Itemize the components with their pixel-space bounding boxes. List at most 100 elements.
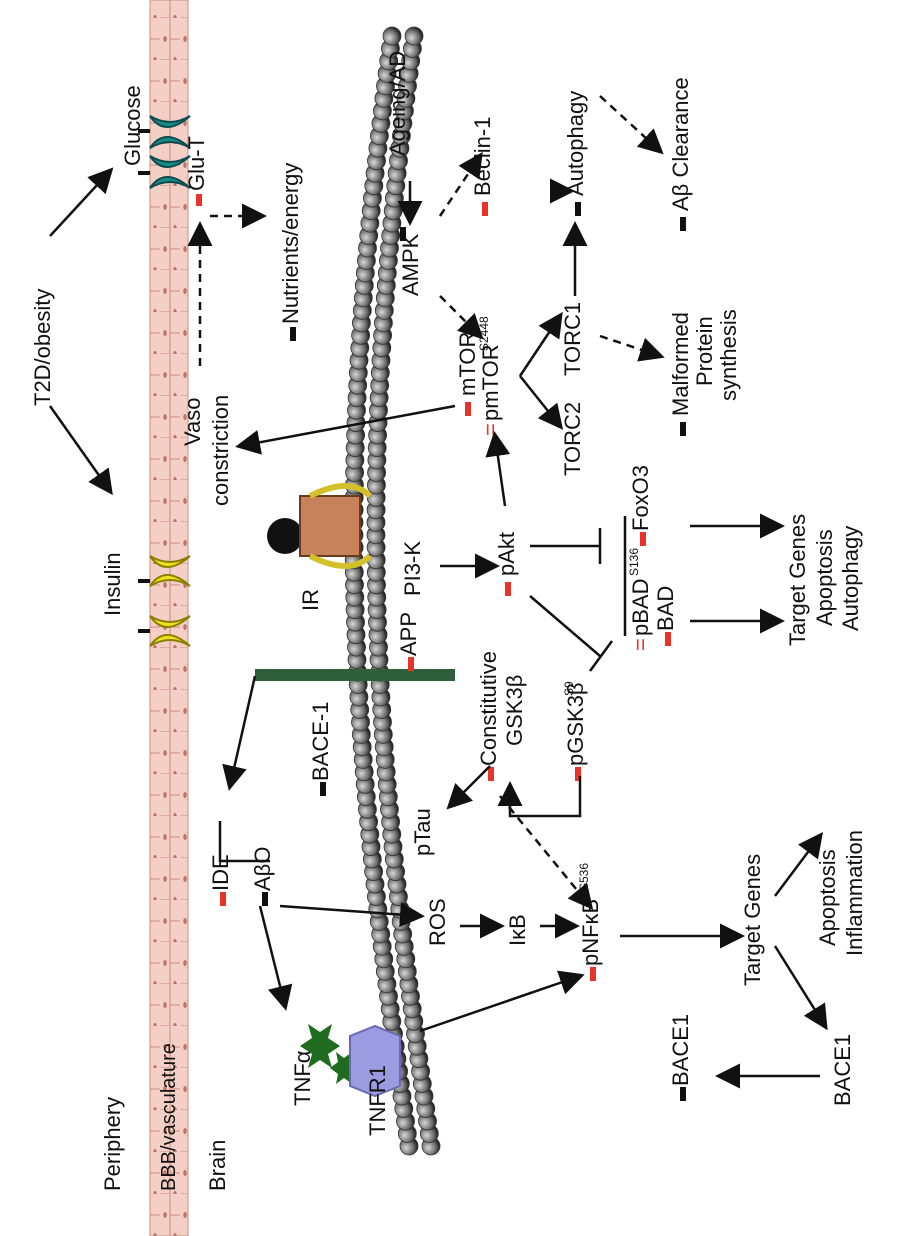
arrow-t2d-insulin — [48, 405, 113, 496]
arrow-gsk-pnfkb — [499, 795, 594, 910]
malformed-label-1: Malformed — [668, 312, 693, 416]
beclin-up-icon — [482, 202, 488, 216]
autophagy-icon — [575, 202, 581, 216]
arrow-pgsk-constitutive — [497, 776, 582, 818]
pbad-sup: S136 — [627, 548, 641, 576]
glut-up-icon — [196, 194, 202, 206]
tg1-apoptosis: Apoptosis — [812, 529, 837, 626]
membrane-bead — [382, 26, 402, 46]
malformed-label-2: Protein — [692, 316, 717, 386]
abo-label: AβO — [250, 847, 275, 891]
constitutive-up-icon — [488, 767, 494, 781]
arrow-mtor-torc1 — [518, 311, 563, 377]
arrow-ampk-mtor — [439, 295, 484, 340]
pmtor-label: pmTOR — [478, 344, 503, 421]
malformed-label-3: synthesis — [716, 309, 741, 401]
mtor-up-icon — [465, 402, 471, 416]
tg1-label: Target Genes — [785, 514, 810, 646]
pi3k-label: PI3-K — [400, 541, 425, 596]
pnfkb-up-icon — [590, 967, 596, 981]
ir-label: IR — [298, 589, 323, 611]
ide-inhibit-bracket — [218, 821, 270, 863]
bace1-icon — [320, 782, 326, 796]
ros-label: ROS — [425, 898, 450, 946]
tg2-label: Target Genes — [740, 854, 765, 986]
bace1b-up-icon — [680, 1087, 686, 1101]
app-label: APP — [396, 612, 421, 656]
bad-up-icon — [665, 632, 671, 646]
pmtor-sup: S2448 — [477, 316, 491, 351]
gsk3b-label: GSK3β — [502, 675, 527, 746]
arrow-ampk-beclin — [438, 151, 483, 217]
ir-receptor-icon — [267, 483, 373, 569]
foxo3-label: FoxO3 — [628, 465, 653, 531]
tnfa-icon — [300, 1024, 358, 1084]
arrow-mtor-vaso — [235, 404, 456, 455]
app-up-icon — [408, 657, 414, 671]
ampk-label: AMPK — [398, 233, 423, 296]
nutrients-label: Nutrients/energy — [278, 163, 303, 324]
insulin-label: Insulin — [100, 552, 125, 616]
cell-membrane — [344, 26, 441, 1156]
tg2-apoptosis: Apoptosis — [815, 849, 840, 946]
ide-label: IDE — [208, 854, 233, 891]
arrow-tg2-bace1 — [773, 945, 828, 1031]
abo-up-icon — [262, 892, 268, 906]
ageing-label: Ageing/AD — [385, 51, 410, 156]
arrow-pakt-mtor — [485, 431, 511, 507]
ptau-label: pTau — [410, 808, 435, 856]
tnfr1-label: TNFR1 — [365, 1065, 390, 1136]
pnfkb-label: pNFκB — [578, 899, 603, 966]
tnfr1-icon — [349, 1024, 401, 1098]
ampk-down-icon — [400, 227, 406, 241]
tg1-autophagy: Autophagy — [838, 526, 863, 631]
bbb-label: BBB/vasculature — [158, 1043, 180, 1191]
brain-label: Brain — [205, 1140, 230, 1191]
tg2-inflammation: Inflammation — [842, 830, 867, 956]
arrow-abo-tnfa — [258, 905, 293, 1011]
nutrients-icon — [290, 327, 296, 341]
membrane-bead — [404, 26, 424, 46]
glut-transporter — [149, 115, 191, 189]
pnfkb-sup: S536 — [577, 863, 591, 891]
ide-up-icon — [220, 892, 226, 906]
abclear-icon — [680, 217, 686, 231]
pgsk3b-sup: S9 — [562, 681, 576, 696]
abclear-label: Aβ Clearance — [668, 77, 693, 211]
pgsk3b-label: pGSK3β — [563, 682, 588, 766]
torc2-label: TORC2 — [560, 402, 585, 476]
pbad-eq: = — [628, 638, 653, 651]
constitutive-label: Constitutive — [476, 651, 501, 766]
beclin-label: Beclin-1 — [470, 117, 495, 196]
autophagy-label: Autophagy — [563, 91, 588, 196]
glut-label: Glu-T — [184, 136, 209, 191]
bace1b-label: BACE1 — [668, 1014, 693, 1086]
arrow-tg2-apoptosis — [774, 832, 823, 897]
glucose-label: Glucose — [120, 85, 145, 166]
bace1-label: BACE-1 — [308, 702, 333, 781]
malformed-icon — [680, 422, 686, 436]
bad-label: BAD — [653, 586, 678, 631]
t2d-label: T2D/obesity — [30, 289, 55, 406]
arrow-app-abo — [222, 675, 257, 791]
inhibit-pakt-gsk-bar — [588, 640, 614, 672]
arrow-constitutive-ptau — [446, 765, 491, 810]
mtor-label: mTOR — [455, 332, 480, 396]
arrow-t2d-glucose — [49, 167, 114, 237]
torc1-label: TORC1 — [560, 302, 585, 376]
bace1-target-label: BACE1 — [830, 1034, 855, 1106]
pmtor-eq: = — [478, 423, 503, 436]
inhibit-pakt-gsk — [529, 595, 601, 657]
tnfa-label: TNFα — [290, 1050, 315, 1106]
insulin-receptor — [149, 555, 191, 647]
vaso-label: Vaso — [180, 397, 205, 446]
arrow-tnfr1-pnfkb — [419, 970, 585, 1033]
periphery-label: Periphery — [100, 1097, 125, 1191]
pbad-label: pBAD — [628, 579, 653, 636]
arrow-autophagy-clearance — [599, 95, 664, 155]
pakt-label: pAkt — [494, 532, 519, 576]
app-bar — [255, 669, 455, 681]
